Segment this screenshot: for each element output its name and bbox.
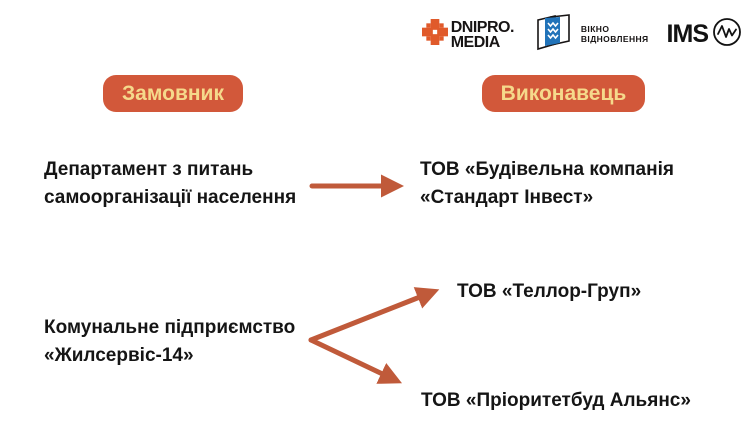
waveform-circle-icon xyxy=(712,17,742,52)
dnipro-logo-line2: MEDIA xyxy=(450,33,501,51)
contractor-node-standart-invest-line1: ТОВ «Будівельна компанія xyxy=(420,159,674,180)
dnipro-cross-icon xyxy=(421,18,448,50)
window-icon xyxy=(532,12,574,57)
contractor-node-standart-invest-line2: «Стандарт Інвест» xyxy=(420,187,594,209)
customer-column-badge: Замовник xyxy=(103,75,243,112)
customer-node-department-line2: самоорганізації населення xyxy=(44,187,297,209)
vikno-vidnovlennya-logo: ВІКНО ВІДНОВЛЕННЯ xyxy=(532,12,649,57)
contractor-node-tellor-grup: ТОВ «Теллор-Груп» xyxy=(457,281,642,302)
customer-node-department: Департамент з питань самоорганізації нас… xyxy=(44,156,296,212)
ims-logo-text: IMS xyxy=(666,20,709,48)
ims-logo: IMS xyxy=(667,17,742,52)
contractor-node-standart-invest: ТОВ «Будівельна компанія «Стандарт Інвес… xyxy=(420,156,674,212)
arrow-komun-to-prior xyxy=(308,337,403,384)
arrow-komun-to-tellor xyxy=(308,287,440,343)
dnipro-media-logo: DNIPRO. MEDIA xyxy=(421,18,515,51)
dnipro-logo-line1: DNIPRO. xyxy=(450,18,515,36)
customer-node-zhylservis-line1: Комунальне підприємство xyxy=(44,317,296,338)
vikno-logo-line2: ВІДНОВЛЕННЯ xyxy=(580,33,649,44)
customer-node-zhylservis: Комунальне підприємство «Жилсервіс-14» xyxy=(44,314,295,370)
contractor-column-badge: Виконавець xyxy=(482,75,645,112)
customer-node-zhylservis-line2: «Жилсервіс-14» xyxy=(44,345,194,367)
logo-bar: DNIPRO. MEDIA ВІКНО ВІДНО xyxy=(421,12,742,57)
contractor-node-prioritetbud-alians: ТОВ «Пріоритетбуд Альянс» xyxy=(421,390,691,411)
vikno-logo-text: ВІКНО ВІДНОВЛЕННЯ xyxy=(580,23,649,45)
vikno-logo-line1: ВІКНО xyxy=(580,23,610,34)
customer-node-department-line1: Департамент з питань xyxy=(44,159,254,180)
dnipro-logo-text: DNIPRO. MEDIA xyxy=(450,18,515,51)
